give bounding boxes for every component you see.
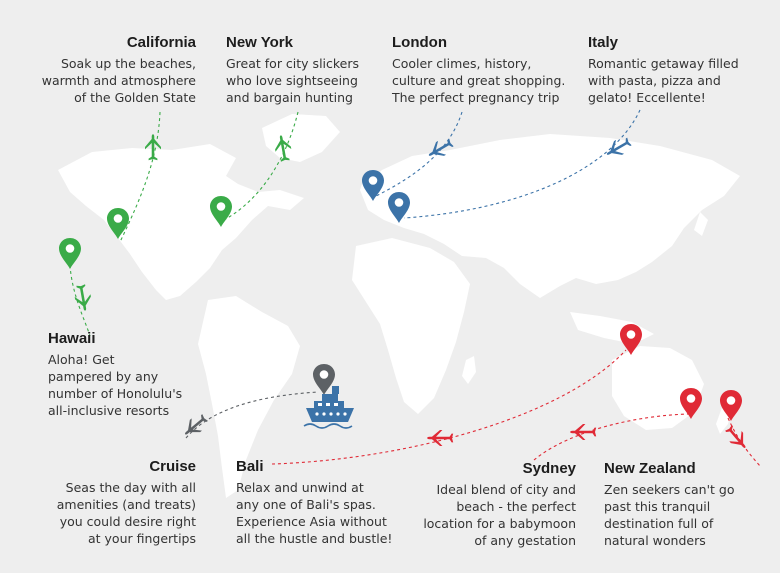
route-london xyxy=(375,111,463,197)
landmass-north-america xyxy=(58,144,304,300)
destination-description: Ideal blend of city and beach - the perf… xyxy=(423,482,576,548)
destination-california: California Soak up the beaches, warmth a… xyxy=(22,34,196,106)
destination-description: Zen seekers can't go past this tranquil … xyxy=(604,482,735,548)
destination-cruise: Cruise Seas the day with all amenities (… xyxy=(30,458,196,547)
destination-description: Aloha! Get pampered by any number of Hon… xyxy=(48,352,183,418)
destination-description: Relax and unwind at any one of Bali's sp… xyxy=(236,480,393,546)
destination-title: London xyxy=(392,34,447,51)
destination-title: Italy xyxy=(588,34,619,51)
destination-title: California xyxy=(126,34,196,51)
destination-title: Hawaii xyxy=(48,330,96,347)
map-pin-icon xyxy=(313,364,335,395)
destination-description: Soak up the beaches, warmth and atmosphe… xyxy=(41,56,196,105)
destination-description: Great for city slickers who love sightse… xyxy=(226,56,360,105)
destination-description: Seas the day with all amenities (and tre… xyxy=(56,480,196,546)
landmass-greenland xyxy=(262,114,340,162)
route-italy xyxy=(403,109,641,219)
destination-bali: Bali Relax and unwind at any one of Bali… xyxy=(236,458,416,547)
destination-hawaii: Hawaii Aloha! Get pampered by any number… xyxy=(48,330,198,419)
destination-italy: Italy Romantic getaway filled with pasta… xyxy=(588,34,768,106)
landmass-japan xyxy=(694,212,708,236)
flight-routes xyxy=(69,109,761,467)
route-cruise xyxy=(185,391,319,439)
route-california xyxy=(119,111,161,243)
airplane-icon xyxy=(570,424,597,440)
destination-sydney: Sydney Ideal blend of city and beach - t… xyxy=(408,460,576,549)
landmass-south-america xyxy=(198,296,300,498)
destination-new-zealand: New Zealand Zen seekers can't go past th… xyxy=(604,460,774,549)
destination-title: New Zealand xyxy=(604,460,696,477)
route-hawaii xyxy=(69,264,91,337)
route-bali xyxy=(271,349,627,465)
airplane-icon xyxy=(427,430,454,446)
destination-title: Cruise xyxy=(149,458,196,475)
map-pin-icon xyxy=(59,238,81,269)
destination-description: Cooler climes, history, culture and grea… xyxy=(392,56,566,105)
destination-description: Romantic getaway filled with pasta, pizz… xyxy=(588,56,739,105)
landmass-eurasia xyxy=(360,134,740,298)
destination-london: London Cooler climes, history, culture a… xyxy=(392,34,582,106)
cruise-ship-icon xyxy=(303,386,354,429)
destination-title: Bali xyxy=(236,458,264,475)
landmass-indonesia xyxy=(570,312,654,344)
landmass-madagascar xyxy=(462,356,476,384)
route-sydney xyxy=(533,413,691,461)
airplane-icon xyxy=(722,422,752,453)
landmass-australia xyxy=(612,346,704,430)
land-masses xyxy=(58,114,740,498)
destination-new-york: New York Great for city slickers who lov… xyxy=(226,34,396,106)
destination-title: Sydney xyxy=(522,460,576,477)
destination-title: New York xyxy=(226,34,293,51)
airplane-icon xyxy=(72,283,94,312)
landmass-africa xyxy=(352,238,470,414)
route-new-zealand xyxy=(727,417,761,467)
